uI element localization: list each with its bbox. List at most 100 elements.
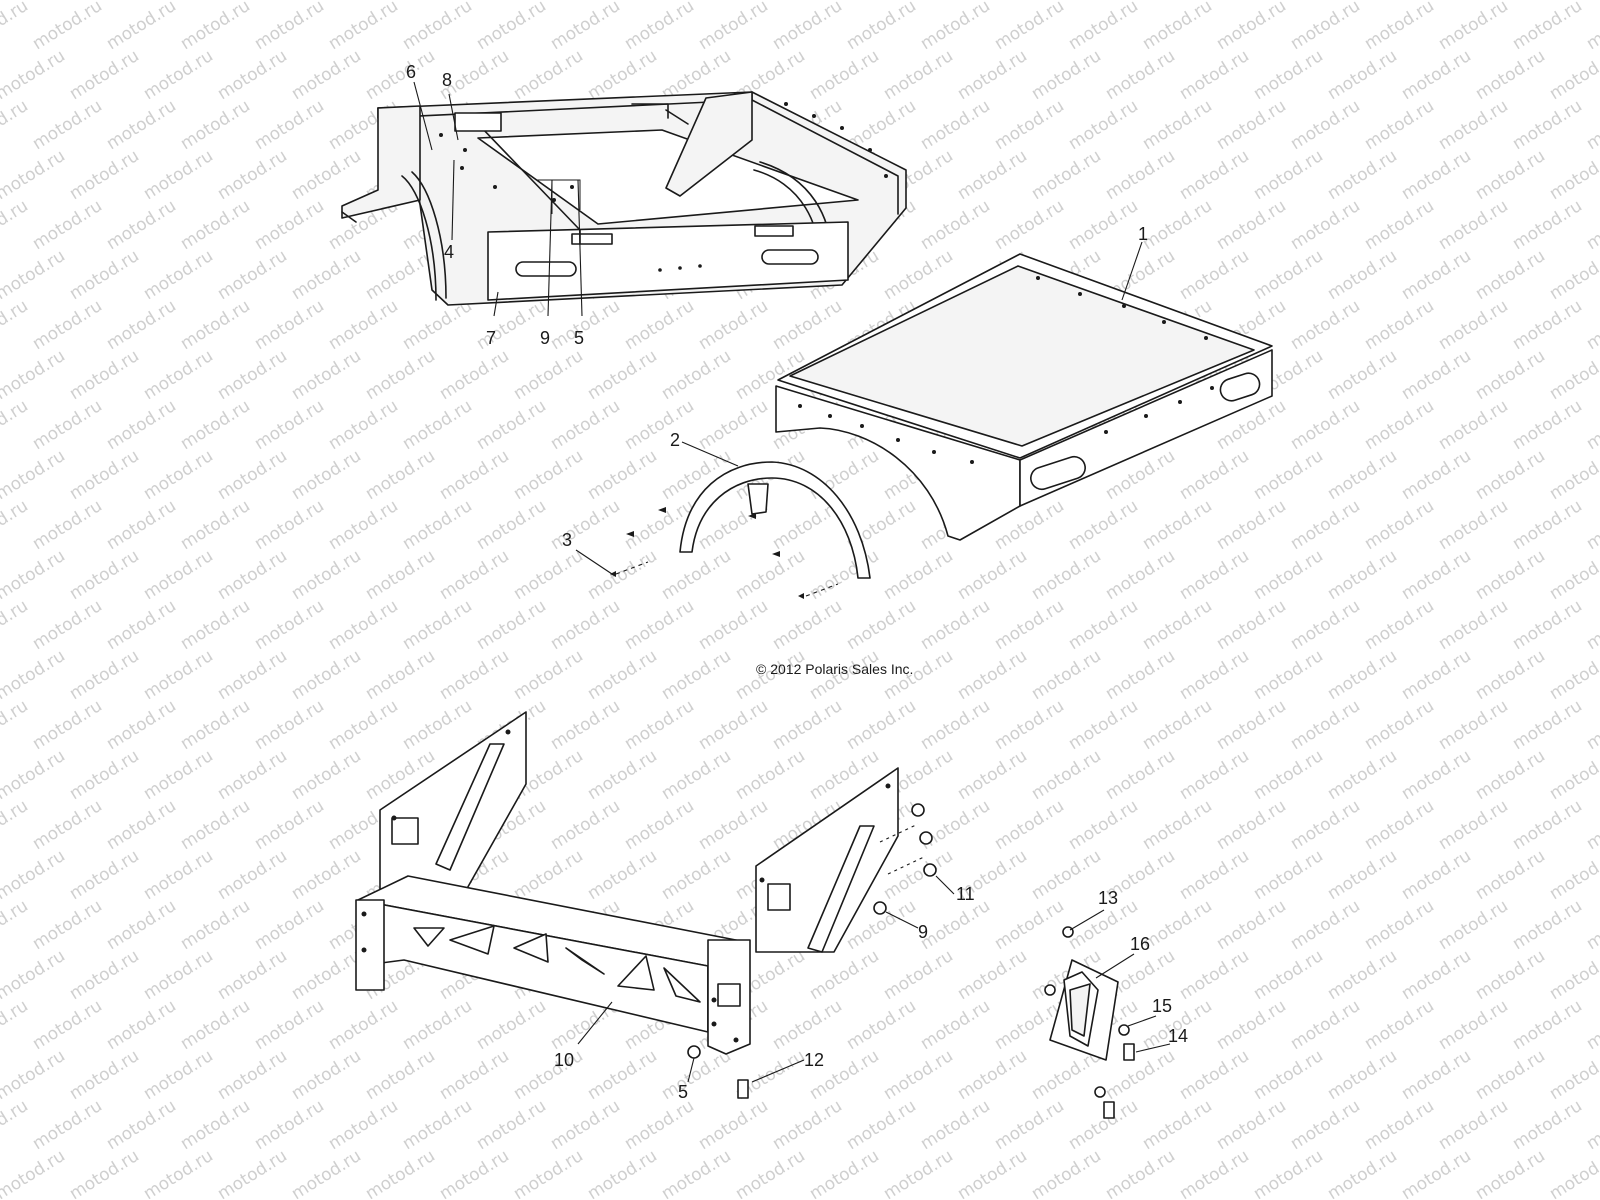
watermark-text: motod.ru [1250, 946, 1327, 1004]
watermark-text: motod.ru [843, 1096, 920, 1154]
watermark-text: motod.ru [1102, 146, 1179, 204]
watermark-text: motod.ru [251, 696, 328, 754]
watermark-text: motod.ru [103, 196, 180, 254]
watermark-text: motod.ru [29, 96, 106, 154]
watermark-text: motod.ru [0, 696, 32, 754]
watermark-text: motod.ru [362, 0, 439, 4]
cargo-box-inner-view [341, 91, 907, 306]
watermark-text: motod.ru [251, 496, 328, 554]
watermark-text: motod.ru [288, 446, 365, 504]
watermark-text: motod.ru [584, 1046, 661, 1104]
washer-9 [873, 901, 887, 915]
watermark-text: motod.ru [880, 546, 957, 604]
watermark-text: motod.ru [214, 946, 291, 1004]
frame-crossmember [355, 711, 899, 1055]
watermark-text: motod.ru [1583, 896, 1600, 954]
watermark-text: motod.ru [1546, 1146, 1600, 1200]
watermark-text: motod.ru [695, 1096, 772, 1154]
watermark-text: motod.ru [399, 1196, 476, 1200]
watermark-text: motod.ru [103, 1196, 180, 1200]
watermark-text: motod.ru [584, 0, 661, 4]
watermark-text: motod.ru [1472, 546, 1549, 604]
watermark-text: motod.ru [140, 946, 217, 1004]
watermark-text: motod.ru [1139, 496, 1216, 554]
watermark-text: motod.ru [399, 496, 476, 554]
watermark-text: motod.ru [917, 96, 994, 154]
watermark-text: motod.ru [140, 546, 217, 604]
watermark-text: motod.ru [473, 396, 550, 454]
watermark-text: motod.ru [1324, 1146, 1401, 1200]
watermark-text: motod.ru [1065, 96, 1142, 154]
watermark-text: motod.ru [1509, 1196, 1586, 1200]
watermark-text: motod.ru [1583, 296, 1600, 354]
watermark-text: motod.ru [473, 1196, 550, 1200]
watermark-text: motod.ru [1398, 746, 1475, 804]
watermark-text: motod.ru [695, 396, 772, 454]
watermark-text: motod.ru [1546, 846, 1600, 904]
watermark-text: motod.ru [288, 46, 365, 104]
watermark-text: motod.ru [1472, 46, 1549, 104]
watermark-text: motod.ru [1102, 1146, 1179, 1200]
watermark-text: motod.ru [1509, 996, 1586, 1054]
watermark-text: motod.ru [66, 646, 143, 704]
watermark-text: motod.ru [1509, 496, 1586, 554]
watermark-text: motod.ru [0, 996, 32, 1054]
watermark-text: motod.ru [362, 1046, 439, 1104]
watermark-text: motod.ru [325, 296, 402, 354]
watermark-text: motod.ru [621, 396, 698, 454]
watermark-text: motod.ru [991, 896, 1068, 954]
watermark-text: motod.ru [1250, 1146, 1327, 1200]
watermark-text: motod.ru [1065, 1196, 1142, 1200]
watermark-text: motod.ru [1028, 0, 1105, 4]
watermark-text: motod.ru [251, 96, 328, 154]
watermark-text: motod.ru [1250, 246, 1327, 304]
callout-10: 10 [554, 1050, 574, 1070]
watermark-text: motod.ru [584, 746, 661, 804]
watermark-text: motod.ru [1583, 996, 1600, 1054]
watermark-text: motod.ru [288, 546, 365, 604]
watermark-text: motod.ru [1324, 846, 1401, 904]
watermark-text: motod.ru [1398, 1146, 1475, 1200]
watermark-text: motod.ru [1509, 0, 1586, 54]
watermark-text: motod.ru [547, 396, 624, 454]
watermark-text: motod.ru [1546, 146, 1600, 204]
watermark-text: motod.ru [1250, 146, 1327, 204]
watermark-text: motod.ru [1065, 796, 1142, 854]
watermark-text: motod.ru [399, 696, 476, 754]
watermark-text: motod.ru [473, 496, 550, 554]
watermark-text: motod.ru [214, 46, 291, 104]
watermark-text: motod.ru [436, 346, 513, 404]
watermark-text: motod.ru [1250, 1046, 1327, 1104]
watermark-text: motod.ru [66, 446, 143, 504]
watermark-text: motod.ru [0, 246, 69, 304]
watermark-text: motod.ru [1509, 1096, 1586, 1154]
watermark-text: motod.ru [695, 596, 772, 654]
watermark-text: motod.ru [769, 996, 846, 1054]
watermark-text: motod.ru [29, 996, 106, 1054]
watermark-text: motod.ru [1472, 746, 1549, 804]
watermark-text: motod.ru [0, 746, 69, 804]
watermark-text: motod.ru [1176, 746, 1253, 804]
watermark-text: motod.ru [214, 146, 291, 204]
watermark-text: motod.ru [732, 0, 809, 4]
watermark-text: motod.ru [436, 1146, 513, 1200]
watermark-text: motod.ru [1324, 246, 1401, 304]
watermark-text: motod.ru [214, 246, 291, 304]
watermark-text: motod.ru [177, 796, 254, 854]
watermark-text: motod.ru [66, 1146, 143, 1200]
watermark-text: motod.ru [1176, 946, 1253, 1004]
watermark-text: motod.ru [1435, 0, 1512, 54]
watermark-text: motod.ru [288, 1046, 365, 1104]
watermark-text: motod.ru [769, 1096, 846, 1154]
watermark-text: motod.ru [732, 546, 809, 604]
watermark-text: motod.ru [1065, 196, 1142, 254]
watermark-text: motod.ru [1361, 696, 1438, 754]
watermark-text: motod.ru [0, 896, 32, 954]
watermark-text: motod.ru [140, 246, 217, 304]
watermark-text: motod.ru [954, 746, 1031, 804]
watermark-text: motod.ru [140, 746, 217, 804]
watermark-text: motod.ru [1287, 0, 1364, 54]
watermark-text: motod.ru [880, 946, 957, 1004]
watermark-text: motod.ru [325, 396, 402, 454]
copyright-text: © 2012 Polaris Sales Inc. [756, 661, 913, 677]
